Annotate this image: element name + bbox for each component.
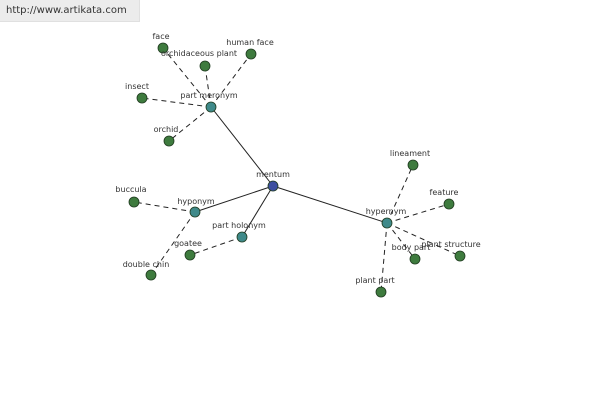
label-hyponym: hyponym xyxy=(177,197,215,206)
node-plant-part[interactable] xyxy=(375,286,387,298)
node-part-meronym[interactable] xyxy=(205,101,217,113)
edge-hyponym-double-chin xyxy=(150,211,196,276)
node-lineament[interactable] xyxy=(407,159,419,171)
label-body-part: body part xyxy=(392,243,431,252)
edge-hyponym-buccula xyxy=(133,201,196,213)
label-plant-structure: plant structure xyxy=(421,240,480,249)
url-text[interactable]: http://www.artikata.com xyxy=(6,5,127,16)
label-buccula: buccula xyxy=(115,185,146,194)
label-human-face: human face xyxy=(226,38,274,47)
label-orchid: orchid xyxy=(154,125,179,134)
node-plant-structure[interactable] xyxy=(454,250,466,262)
edge-part-meronym-human-face xyxy=(210,53,252,108)
edge-hypernym-plant-structure xyxy=(386,222,461,257)
label-goatee: goatee xyxy=(174,239,202,248)
edge-mentum-part-meronym xyxy=(210,106,274,187)
label-double-chin: double chin xyxy=(123,260,170,269)
node-body-part[interactable] xyxy=(409,253,421,265)
label-lineament: lineament xyxy=(390,149,430,158)
label-mentum: mentum xyxy=(256,170,290,179)
node-feature[interactable] xyxy=(443,198,455,210)
node-orchidaceous-plant[interactable] xyxy=(199,60,211,72)
node-human-face[interactable] xyxy=(245,48,257,60)
node-face[interactable] xyxy=(157,42,169,54)
node-goatee[interactable] xyxy=(184,249,196,261)
url-bar: http://www.artikata.com xyxy=(0,0,140,22)
edge-mentum-hypernym xyxy=(272,185,388,224)
node-mentum[interactable] xyxy=(267,180,279,192)
node-orchid[interactable] xyxy=(163,135,175,147)
edge-part-meronym-face xyxy=(162,47,212,108)
node-insect[interactable] xyxy=(136,92,148,104)
label-part-meronym: part meronym xyxy=(180,91,237,100)
edge-hypernym-plant-part xyxy=(380,222,388,293)
label-feature: feature xyxy=(430,188,459,197)
edge-hypernym-feature xyxy=(386,203,450,224)
label-plant-part: plant part xyxy=(355,276,394,285)
node-part-holonym[interactable] xyxy=(236,231,248,243)
nodes-layer xyxy=(128,42,466,298)
label-part-holonym: part holonym xyxy=(212,221,266,230)
labels-layer: mentum part meronym face orchidaceous plant… xyxy=(115,32,480,285)
edges-layer xyxy=(133,47,461,293)
edge-hypernym-lineament xyxy=(386,164,414,224)
edge-mentum-part-holonym xyxy=(241,185,274,238)
label-insect: insect xyxy=(125,82,149,91)
node-double-chin[interactable] xyxy=(145,269,157,281)
node-buccula[interactable] xyxy=(128,196,140,208)
node-hyponym[interactable] xyxy=(189,206,201,218)
edge-mentum-hyponym xyxy=(194,185,274,213)
label-orchidaceous-plant: orchidaceous plant xyxy=(161,49,237,58)
edge-part-meronym-insect xyxy=(141,97,212,108)
edge-hypernym-body-part xyxy=(386,222,416,260)
edge-part-meronym-orchid xyxy=(168,106,212,142)
node-hypernym[interactable] xyxy=(381,217,393,229)
label-hypernym: hypernym xyxy=(366,207,407,216)
edge-part-meronym-orchidaceous-plant xyxy=(204,65,212,108)
label-face: face xyxy=(152,32,169,41)
edge-part-holonym-goatee xyxy=(189,236,243,256)
